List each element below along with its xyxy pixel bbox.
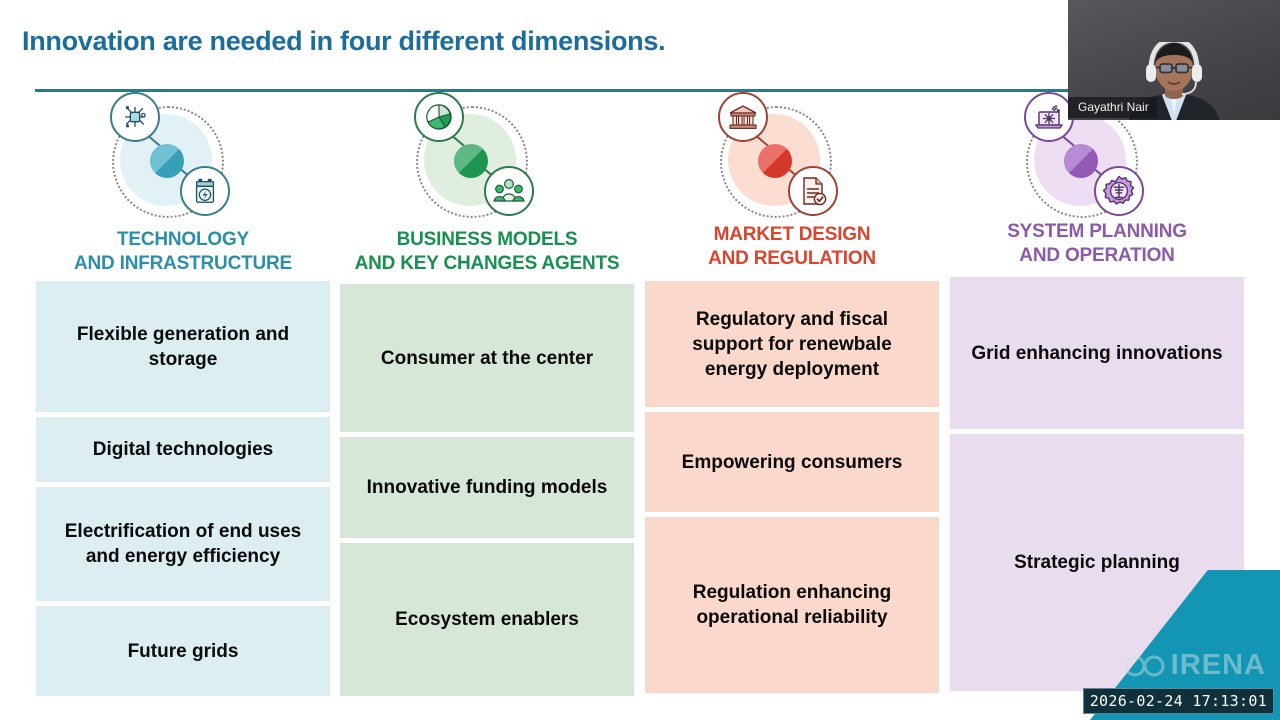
card-item: Digital technologies: [36, 417, 330, 482]
laptop-network-icon: [1024, 92, 1074, 142]
irena-mark-icon: [1124, 655, 1165, 676]
cluster-center-dot: [758, 144, 792, 178]
cluster-center-dot: [1064, 144, 1098, 178]
irena-wordmark: IRENA: [1170, 649, 1266, 681]
government-building-icon: [718, 92, 768, 142]
dotted-ring-icon: [416, 106, 528, 218]
card-item: Innovative funding models: [340, 437, 634, 538]
participant-name-label: Gayathri Nair: [1068, 97, 1157, 118]
irena-logo-watermark: IRENA: [1124, 649, 1266, 682]
card-item: Future grids: [36, 606, 330, 696]
column-heading-business-models: BUSINESS MODELS AND KEY CHANGES AGENTS: [336, 228, 638, 276]
card-item: Electrification of end uses and energy e…: [36, 487, 330, 601]
card-item: Regulatory and fiscal support for renewb…: [645, 281, 939, 407]
recording-timestamp: 2026-02-24 17:13:01: [1082, 688, 1274, 714]
webcam-video-panel[interactable]: Gayathri Nair: [1068, 0, 1280, 120]
column-technology: Flexible generation and storage Digital …: [36, 281, 330, 696]
battery-power-icon: [180, 166, 230, 216]
card-item: Flexible generation and storage: [36, 281, 330, 412]
cluster-center-dot: [454, 144, 488, 178]
column-market-design: Regulatory and fiscal support for renewb…: [645, 281, 939, 693]
cluster-center-dot: [150, 144, 184, 178]
icon-cluster-market-design: [676, 92, 906, 218]
column-heading-line1: SYSTEM PLANNING: [1007, 221, 1187, 242]
column-heading-line1: MARKET DESIGN: [713, 224, 871, 245]
card-item: Ecosystem enablers: [340, 543, 634, 696]
icon-cluster-system-planning: [982, 92, 1212, 218]
card-item: Consumer at the center: [340, 284, 634, 432]
column-heading-line2: AND KEY CHANGES AGENTS: [354, 253, 620, 274]
card-item: Grid enhancing innovations: [950, 277, 1244, 429]
column-heading-technology: TECHNOLOGY AND INFRASTRUCTURE: [36, 228, 330, 276]
column-business-models: Consumer at the center Innovative fundin…: [340, 284, 634, 696]
column-heading-system-planning: SYSTEM PLANNING AND OPERATION: [948, 220, 1246, 268]
column-heading-line2: AND OPERATION: [1019, 245, 1175, 266]
column-heading-line1: BUSINESS MODELS: [396, 229, 578, 250]
icon-cluster-business-models: [372, 92, 602, 218]
document-check-icon: [788, 166, 838, 216]
page-title: Innovation are needed in four different …: [22, 26, 666, 56]
card-item: Empowering consumers: [645, 412, 939, 512]
icon-cluster-technology: [68, 92, 298, 218]
column-heading-line2: AND INFRASTRUCTURE: [73, 253, 293, 274]
pie-chart-icon: [414, 92, 464, 142]
microchip-icon: [110, 92, 160, 142]
dotted-ring-icon: [720, 106, 832, 218]
column-heading-line2: AND REGULATION: [708, 248, 876, 269]
title-divider: [35, 89, 1280, 92]
people-group-icon: [484, 166, 534, 216]
column-heading-line1: TECHNOLOGY: [116, 229, 250, 250]
gear-power-tower-icon: [1094, 166, 1144, 216]
column-heading-market-design: MARKET DESIGN AND REGULATION: [644, 223, 940, 271]
dotted-ring-icon: [112, 106, 224, 218]
card-item: Regulation enhancing operational reliabi…: [645, 517, 939, 693]
